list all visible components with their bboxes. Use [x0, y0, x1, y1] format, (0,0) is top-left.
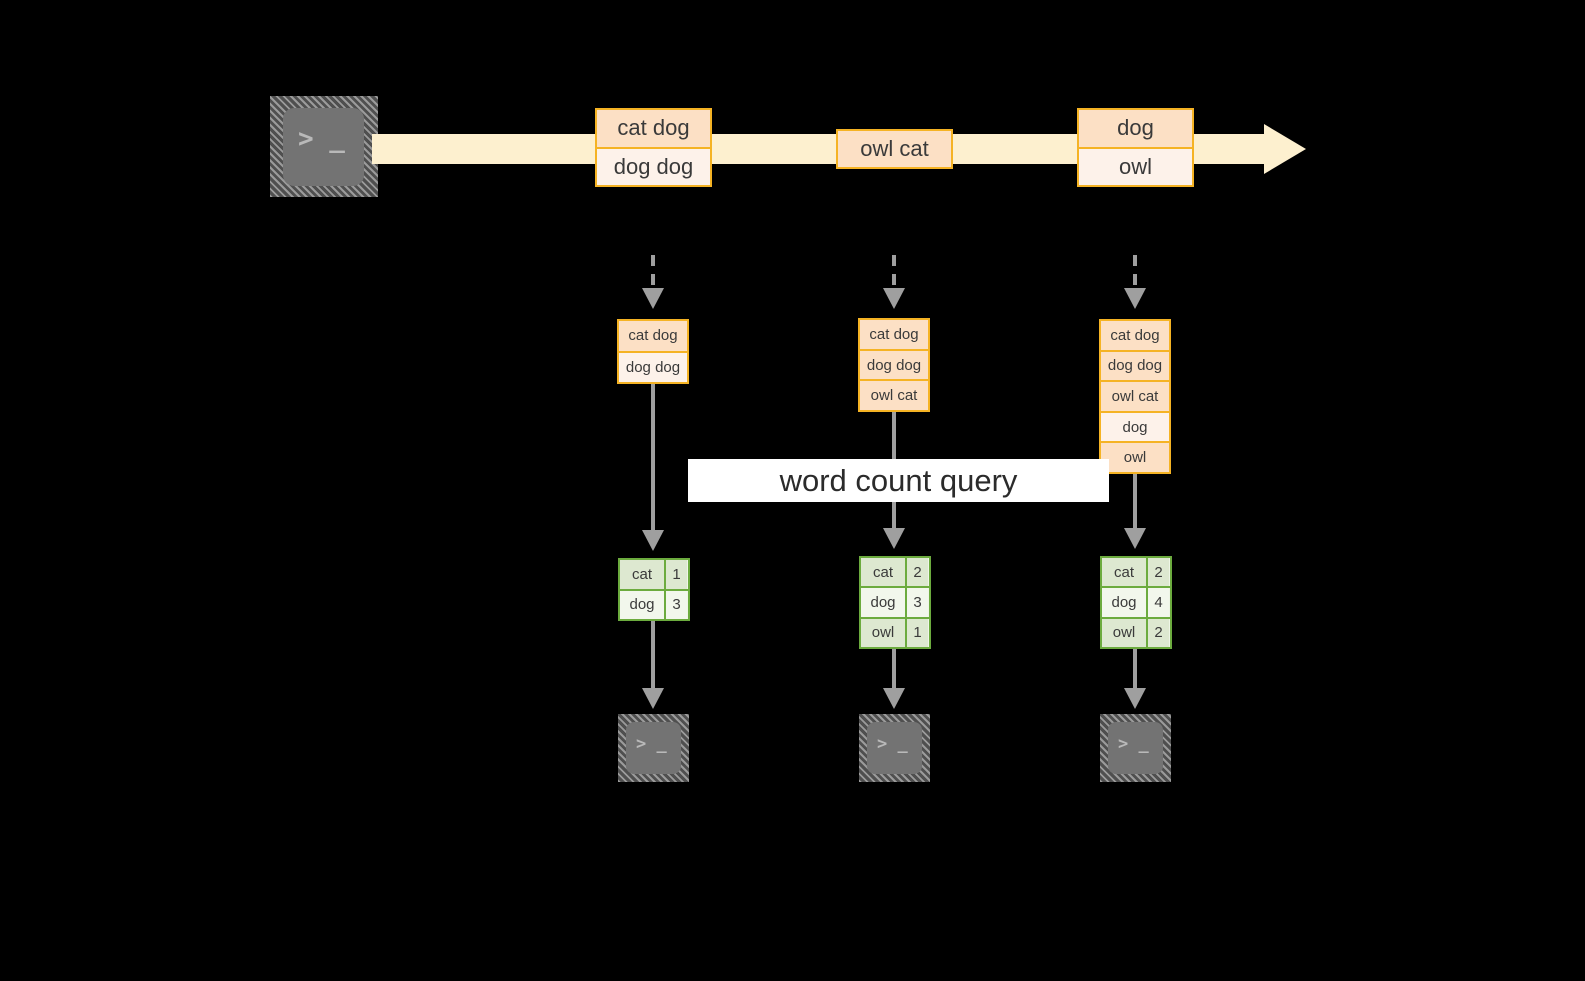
query-flow-arrowhead: [642, 530, 664, 551]
snapshot-trigger-arrowhead: [642, 288, 664, 309]
snapshot-3-result-table: cat 2 dog 4 owl 2: [1100, 556, 1172, 649]
terminal-screen: [283, 108, 364, 186]
table-row: dog 4: [1102, 588, 1170, 619]
result-word: dog: [620, 590, 666, 619]
accumulated-line: dog dog: [619, 352, 687, 382]
result-word: owl: [1102, 618, 1148, 647]
table-row: dog 3: [620, 590, 688, 619]
table-row: owl 2: [1102, 618, 1170, 647]
query-flow-line: [1133, 474, 1137, 538]
record-line: owl: [1079, 148, 1192, 185]
result-word: dog: [861, 588, 907, 617]
table-row: cat 2: [861, 558, 929, 589]
snapshot-2-accumulated-table: cat dog dog dog owl cat: [858, 318, 930, 412]
result-word: cat: [620, 560, 666, 589]
snapshot-2-result-table: cat 2 dog 3 owl 1: [859, 556, 931, 649]
query-flow-line: [651, 384, 655, 539]
result-word: cat: [1102, 558, 1148, 587]
snapshot-1-result-table: cat 1 dog 3: [618, 558, 690, 621]
stream-record: owl cat: [836, 129, 953, 169]
result-count: 4: [1148, 588, 1169, 617]
snapshot-1-accumulated-table: cat dog dog dog: [617, 319, 689, 384]
terminal-prompt: > _: [1118, 734, 1149, 754]
accumulated-line: dog dog: [860, 350, 928, 382]
snapshot-3-accumulated-table: cat dog dog dog owl cat dog owl: [1099, 319, 1171, 474]
accumulated-line: cat dog: [1101, 321, 1169, 352]
result-count: 1: [666, 560, 687, 589]
result-word: cat: [861, 558, 907, 587]
accumulated-line: owl cat: [1101, 382, 1169, 413]
result-count: 2: [907, 558, 928, 587]
snapshot-trigger-line: [1133, 255, 1137, 300]
result-output-arrowhead: [642, 688, 664, 709]
result-count: 3: [907, 588, 928, 617]
snapshot-trigger-arrowhead: [883, 288, 905, 309]
record-line: owl cat: [838, 131, 951, 167]
table-row: cat 1: [620, 560, 688, 591]
table-row: dog 3: [861, 588, 929, 619]
stream-record: dog owl: [1077, 108, 1194, 187]
result-count: 3: [666, 590, 687, 619]
terminal-prompt: > _: [298, 124, 345, 154]
event-stream-arrowhead: [1264, 124, 1306, 174]
accumulated-line: cat dog: [619, 321, 687, 353]
record-line: cat dog: [597, 110, 710, 149]
result-count: 2: [1148, 558, 1169, 587]
result-count: 2: [1148, 618, 1169, 647]
terminal-prompt: > _: [877, 734, 908, 754]
accumulated-line: owl cat: [860, 381, 928, 411]
snapshot-trigger-line: [651, 255, 655, 300]
result-output-line: [651, 621, 655, 696]
result-count: 1: [907, 618, 928, 647]
query-flow-arrowhead: [1124, 528, 1146, 549]
result-output-line: [1133, 649, 1137, 697]
record-line: dog dog: [597, 148, 710, 185]
table-row: cat 2: [1102, 558, 1170, 589]
terminal-prompt: > _: [636, 734, 667, 754]
snapshot-1-sink-terminal-icon: > _: [618, 714, 689, 782]
terminal-screen: [626, 722, 681, 774]
accumulated-line: owl: [1101, 443, 1169, 472]
result-word: dog: [1102, 588, 1148, 617]
stream-record: cat dog dog dog: [595, 108, 712, 187]
snapshot-trigger-line: [892, 255, 896, 300]
snapshot-3-sink-terminal-icon: > _: [1100, 714, 1171, 782]
source-terminal-icon: > _: [270, 96, 378, 197]
result-output-arrowhead: [1124, 688, 1146, 709]
snapshot-trigger-arrowhead: [1124, 288, 1146, 309]
accumulated-line: dog: [1101, 412, 1169, 444]
terminal-screen: [867, 722, 922, 774]
query-label: word count query: [688, 459, 1109, 502]
result-output-arrowhead: [883, 688, 905, 709]
terminal-screen: [1108, 722, 1163, 774]
result-output-line: [892, 649, 896, 697]
accumulated-line: cat dog: [860, 320, 928, 351]
query-flow-arrowhead: [883, 528, 905, 549]
snapshot-2-sink-terminal-icon: > _: [859, 714, 930, 782]
accumulated-line: dog dog: [1101, 351, 1169, 383]
record-line: dog: [1079, 110, 1192, 149]
table-row: owl 1: [861, 618, 929, 647]
result-word: owl: [861, 618, 907, 647]
